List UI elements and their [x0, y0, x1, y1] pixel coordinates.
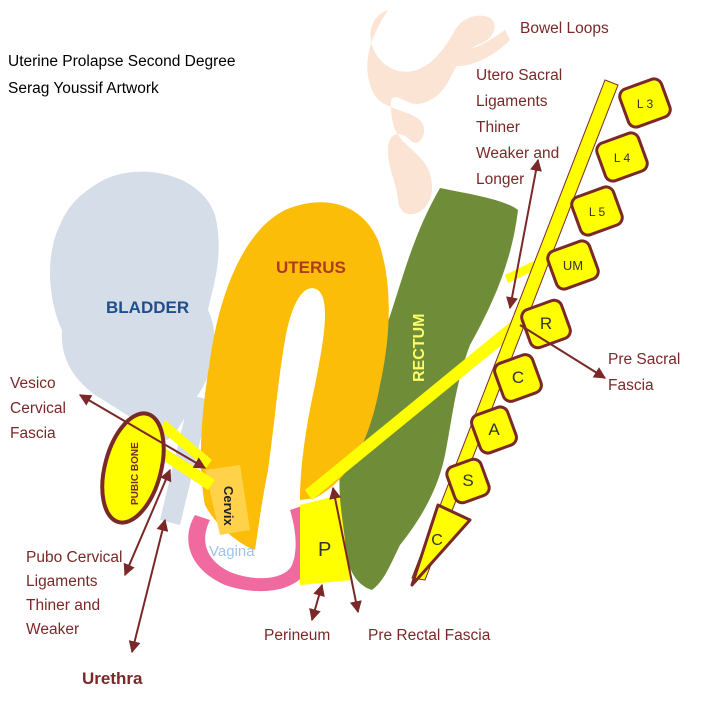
utero-sacral-label-1: Utero Sacral	[476, 67, 562, 84]
vertebrae: L 3 L 4 L 5 UM R C A S C	[410, 77, 672, 587]
bladder-shape	[50, 171, 219, 440]
vertebra-block	[570, 185, 624, 237]
vertebra-7: A	[470, 405, 518, 455]
utero-sacral-label-3: Thiner	[476, 119, 520, 136]
pre-sacral-label-1: Pre Sacral	[608, 351, 680, 368]
rectum-label: RECTUM	[411, 314, 428, 382]
bladder-label: BLADDER	[106, 298, 189, 317]
pubo-cervical-label-4: Weaker	[26, 621, 79, 638]
utero-sacral-label-4: Weaker and	[476, 145, 559, 162]
vesico-cervical-arrow	[78, 394, 207, 469]
utero-sacral-arrow	[506, 158, 542, 310]
pubo-cervical-label-1: Pubo Cervical	[26, 549, 123, 566]
label-arrows	[78, 158, 607, 654]
vertebra-block	[546, 239, 600, 291]
vertebra-label: C	[512, 368, 524, 387]
vertebra-label: R	[540, 314, 552, 333]
vertebra-label: L 3	[637, 97, 654, 111]
vertebra-label: L 5	[589, 205, 606, 219]
vertebra-label: UM	[563, 258, 583, 273]
utero-sacral-label-5: Longer	[476, 171, 524, 188]
pre-rectal-label: Pre Rectal Fascia	[368, 627, 491, 644]
vagina-label: Vagina	[209, 543, 255, 560]
cervix-label: Cervix	[221, 486, 236, 527]
bowel-loops-shape	[367, 10, 510, 215]
vertebra-block	[618, 77, 672, 129]
vertebra-block	[493, 353, 543, 403]
urethra-arrow	[128, 518, 169, 654]
pubo-cervical-label-2: Ligaments	[26, 573, 98, 590]
pre-sacral-arrow	[519, 324, 607, 379]
uterus-label: UTERUS	[276, 258, 346, 277]
coccyx-block	[410, 503, 472, 587]
vertebra-block	[595, 131, 649, 183]
bowel-loops-label: Bowel Loops	[520, 20, 609, 37]
vertebra-2: L 4	[595, 131, 649, 183]
pre-sacral-label-2: Fascia	[608, 377, 654, 394]
cervix-shape	[205, 465, 250, 535]
vertebra-3: L 5	[570, 185, 624, 237]
vertebra-block	[445, 457, 491, 505]
utero-sacral-label-2: Ligaments	[476, 93, 548, 110]
perineum-label: Perineum	[264, 627, 330, 644]
vesico-cervical-label-2: Cervical	[10, 400, 66, 417]
pubo-cervical-label-3: Thiner and	[26, 597, 100, 614]
vagina-shape	[188, 505, 314, 592]
vertebra-9: C	[410, 503, 472, 587]
urethra-label: Urethra	[82, 669, 143, 688]
vertebra-1: L 3	[618, 77, 672, 129]
vesico-cervical-label-3: Fascia	[10, 425, 56, 442]
title-line-2: Serag Youssif Artwork	[8, 80, 159, 97]
vertebra-4: UM	[546, 239, 600, 291]
vertebra-label: A	[488, 420, 500, 439]
spine-bar	[411, 79, 619, 581]
vertebra-block	[470, 405, 518, 455]
vertebra-label: C	[431, 532, 443, 549]
perineal-body-label: P	[318, 539, 331, 561]
pubic-bone-label: PUBIC BONE	[130, 442, 141, 505]
vertebra-8: S	[445, 457, 491, 505]
vesico-cervical-label-1: Vesico	[10, 375, 56, 392]
title-line-1: Uterine Prolapse Second Degree	[8, 53, 235, 70]
vertebra-label: S	[462, 471, 473, 490]
vertebra-label: L 4	[614, 151, 631, 165]
pre-rectal-arrow	[329, 486, 362, 614]
perineum-arrow	[309, 583, 325, 622]
vertebra-6: C	[493, 353, 543, 403]
